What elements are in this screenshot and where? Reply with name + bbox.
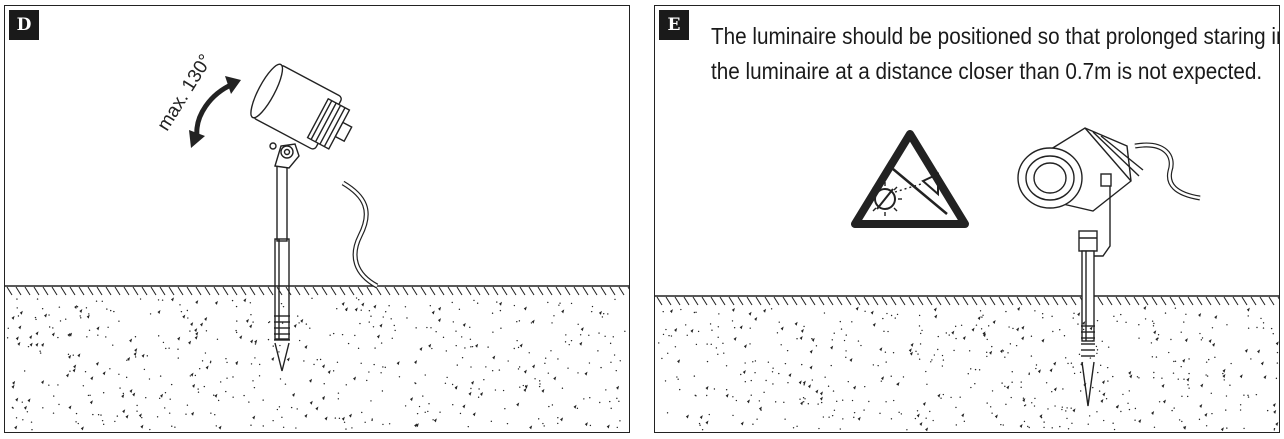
spotlight-adjustment-illustration: max. 130° (5, 51, 629, 431)
ground-hatch (656, 296, 1279, 306)
rotation-arrow (194, 81, 235, 137)
panel-label-e: E (659, 10, 689, 40)
soil-texture (658, 306, 1279, 432)
stem (276, 165, 288, 242)
panel-label-d: D (9, 10, 39, 40)
arrow-head-top (225, 76, 241, 94)
panel-e: E The luminaire should be positioned so … (654, 5, 1280, 433)
pivot-screw (280, 145, 294, 159)
caption-line-2: the luminaire at a distance closer than … (711, 58, 1263, 84)
spike-ribs (274, 315, 290, 341)
ground-spike (1081, 250, 1095, 342)
connector (1078, 230, 1098, 252)
bracket (274, 143, 300, 169)
lens-housing (1017, 147, 1083, 209)
caption-line-1: The luminaire should be positioned so th… (711, 23, 1280, 49)
ground-spike (274, 238, 290, 340)
lamp-body (250, 63, 353, 150)
no-staring-warning-icon (851, 130, 969, 228)
luminaire (1017, 127, 1201, 407)
safety-caption: The luminaire should be positioned so th… (711, 19, 1280, 89)
spike-tip (274, 342, 290, 372)
panel-d: D (4, 5, 630, 433)
angle-label: max. 130° (153, 51, 216, 135)
soil-texture (6, 297, 626, 431)
ground-hatch (6, 286, 629, 296)
installed-luminaire-illustration (655, 127, 1279, 432)
arrow-head-bottom (189, 130, 205, 148)
